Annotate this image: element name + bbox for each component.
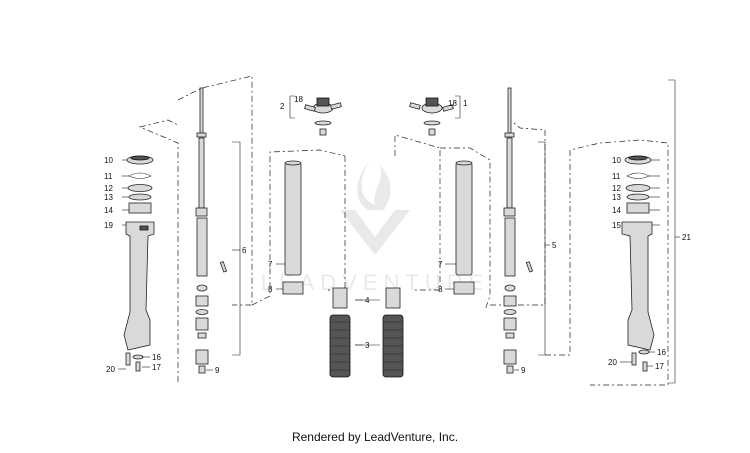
callout-18-right: 18 — [448, 99, 457, 108]
callout-16-left: 16 — [152, 353, 161, 362]
fork-boot-left — [329, 314, 351, 378]
callout-18-left: 18 — [294, 95, 303, 104]
left-outer-tube-assembly — [123, 119, 179, 382]
right-damper-assembly — [490, 87, 546, 374]
bolt-20-left — [125, 352, 131, 366]
circlip-left — [128, 172, 152, 179]
callout-15: 15 — [612, 221, 621, 230]
callout-7-right: 7 — [438, 260, 443, 269]
callout-3: 3 — [365, 341, 370, 350]
damper-cylinder-left — [196, 217, 208, 277]
callout-8-right: 8 — [438, 285, 443, 294]
callout-11-left: 11 — [104, 172, 113, 181]
washer-16-left — [132, 354, 144, 360]
callout-17-left: 17 — [152, 363, 161, 372]
callout-13-left: 13 — [104, 193, 113, 202]
callout-8-left: 8 — [268, 285, 273, 294]
callout-20-left: 20 — [106, 365, 115, 374]
callout-6: 6 — [242, 246, 247, 255]
fork-boot-right — [382, 314, 404, 378]
callout-9-left: 9 — [215, 366, 220, 375]
callout-10-right: 10 — [612, 156, 621, 165]
boot-upper-left — [332, 287, 348, 309]
drain-bolt-right — [506, 365, 514, 374]
callout-2: 2 — [280, 102, 285, 111]
callout-19: 19 — [104, 221, 113, 230]
outer-tube-right — [621, 221, 655, 351]
callout-5: 5 — [552, 241, 557, 250]
inner-tube-right — [455, 162, 473, 276]
bushing-left — [128, 193, 152, 201]
callout-17-right: 17 — [655, 362, 664, 371]
callout-labels: 10 11 12 13 14 19 16 17 20 9 6 7 8 2 18 … — [104, 95, 691, 375]
dust-boots — [328, 134, 441, 378]
circlip-right — [626, 172, 650, 179]
top-cap-right — [409, 95, 461, 136]
damper-rod-left — [199, 87, 204, 134]
bolt-17-left — [135, 361, 141, 372]
callout-10-left: 10 — [104, 156, 113, 165]
left-damper-assembly — [177, 75, 253, 374]
spacer-right — [453, 281, 475, 295]
guide-bushing-left — [128, 202, 152, 214]
callout-14-right: 14 — [612, 206, 621, 215]
outer-tube-left — [123, 221, 155, 351]
inner-tube-left — [284, 162, 302, 276]
boot-upper-right — [385, 287, 401, 309]
inner-tube-right-assembly — [440, 147, 491, 311]
callout-9-right: 9 — [521, 366, 526, 375]
callout-14-left: 14 — [104, 206, 113, 215]
callout-16-right: 16 — [657, 348, 666, 357]
spacer-left — [282, 281, 304, 295]
damper-rod-right — [507, 87, 512, 134]
callout-20-right: 20 — [608, 358, 617, 367]
footer-credit: Rendered by LeadVenture, Inc. — [291, 430, 459, 444]
top-cap-left — [289, 95, 342, 136]
callout-7-left: 7 — [268, 260, 273, 269]
callout-12-right: 12 — [612, 184, 621, 193]
right-outer-tube-assembly — [545, 79, 676, 386]
drain-bolt-left — [198, 365, 206, 374]
leader-lines — [118, 159, 680, 371]
callout-11-right: 11 — [612, 172, 621, 181]
callout-4: 4 — [365, 296, 370, 305]
inner-tube-left-assembly — [251, 149, 346, 306]
washer-left — [127, 184, 153, 192]
callout-1: 1 — [463, 99, 468, 108]
callout-12-left: 12 — [104, 184, 113, 193]
callout-13-right: 13 — [612, 193, 621, 202]
damper-cylinder-right — [504, 217, 516, 277]
callout-21: 21 — [682, 233, 691, 242]
